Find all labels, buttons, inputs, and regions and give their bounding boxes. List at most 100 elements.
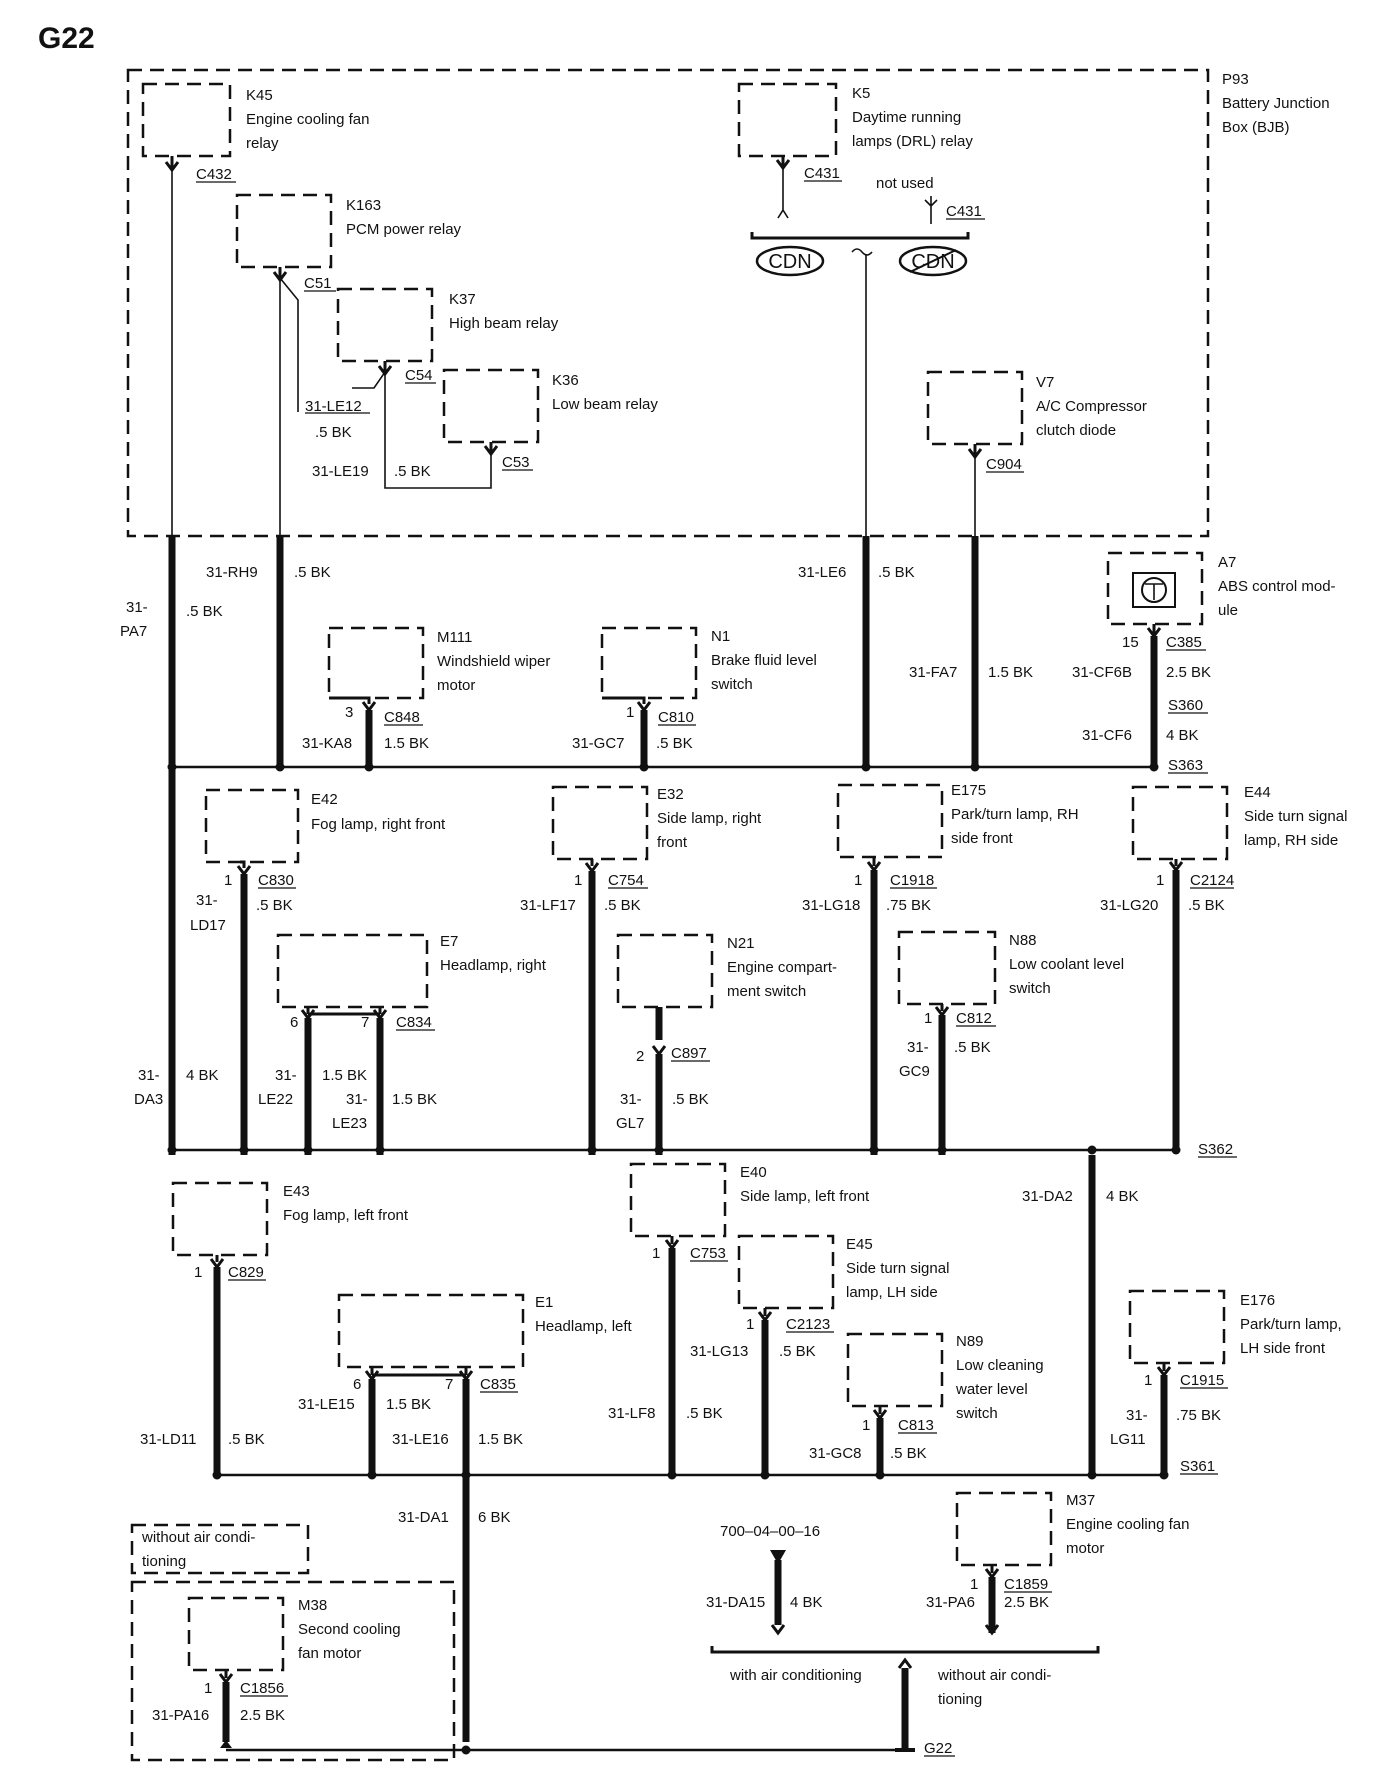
without-ac-note-line2: tioning: [142, 1553, 186, 1570]
k5-connector-symbol: [775, 156, 791, 171]
e42-pin: 1: [224, 872, 232, 889]
e32-label-1: Side lamp, right: [657, 810, 762, 827]
e42-connector: C830: [258, 872, 294, 889]
wire-31-gc9-a: 31-: [907, 1039, 929, 1056]
e176-pin: 1: [1144, 1372, 1152, 1389]
e40-connector: C753: [690, 1245, 726, 1262]
wire-31-le23-gauge: 1.5 BK: [392, 1091, 437, 1108]
wire-31-pa16-gauge: 2.5 BK: [240, 1707, 285, 1724]
bjb-name-line1: Battery Junction: [1222, 95, 1330, 112]
e40-pin: 1: [652, 1245, 660, 1262]
lamp-e32: [551, 785, 649, 861]
cdn-right-oval: [898, 245, 968, 277]
with-ac-label: with air conditioning: [729, 1667, 862, 1684]
wire-31-gl7-gauge: .5 BK: [672, 1091, 709, 1108]
m111-connector: C848: [384, 709, 420, 726]
wire-31-lg20: 31-LG20: [1100, 897, 1158, 914]
m38-label-2: fan motor: [298, 1645, 361, 1662]
k37-id: K37: [449, 291, 476, 308]
wire-31-da3-b: DA3: [134, 1091, 163, 1108]
e42-id: E42: [311, 791, 338, 808]
m38-connector: C1856: [240, 1680, 284, 1697]
e176-label-2: LH side front: [1240, 1340, 1326, 1357]
wire-31-lg13-gauge: .5 BK: [779, 1343, 816, 1360]
wire-31-le16-gauge: 1.5 BK: [478, 1431, 523, 1448]
e1-connector: C835: [480, 1376, 516, 1393]
m111-pin: 3: [345, 704, 353, 721]
e45-label-1: Side turn signal: [846, 1260, 949, 1277]
m38-id: M38: [298, 1597, 327, 1614]
abs-icon: [1141, 577, 1167, 603]
n88-connector: C812: [956, 1010, 992, 1027]
motor-m37: [955, 1491, 1053, 1567]
k45-connector-symbol: [164, 156, 180, 173]
wire-31-lg11-a: 31-: [1126, 1407, 1148, 1424]
wire-31-rh9-gauge: .5 BK: [294, 564, 331, 581]
bjb-name-line2: Box (BJB): [1222, 119, 1290, 136]
wire-31-fa7-gauge: 1.5 BK: [988, 664, 1033, 681]
wire-31-lg11-gauge: .75 BK: [1176, 1407, 1221, 1424]
k37-label: High beam relay: [449, 315, 559, 332]
e32-id: E32: [657, 786, 684, 803]
without-ac-note: [130, 1523, 310, 1575]
battery-junction-box-frame: [126, 68, 1210, 538]
k37-connector: C54: [405, 367, 433, 384]
e44-connector: C2124: [1190, 872, 1234, 889]
wire-31-le12-gauge: .5 BK: [315, 424, 352, 441]
v7-connector: C904: [986, 456, 1022, 473]
wire-31-le22-b: LE22: [258, 1091, 293, 1108]
not-used-connector-symbol: [924, 196, 938, 224]
wire-31-le22-a: 31-: [275, 1067, 297, 1084]
wire-31-gc7: 31-GC7: [572, 735, 625, 752]
wire-31-lg11-b: LG11: [1110, 1431, 1146, 1448]
wire-31-da15: 31-DA15: [706, 1594, 765, 1611]
n89-pin: 1: [862, 1417, 870, 1434]
page-label: G22: [38, 22, 95, 55]
wire-31-ld11-gauge: .5 BK: [228, 1431, 265, 1448]
relay-k163: [235, 193, 333, 269]
e175-id: E175: [951, 782, 986, 799]
e40-id: E40: [740, 1164, 767, 1181]
a7-id: A7: [1218, 554, 1236, 571]
m111-id: M111: [437, 629, 472, 646]
e45-label-2: lamp, LH side: [846, 1284, 938, 1301]
switch-n1: [600, 626, 698, 700]
wire-31-da1: 31-DA1: [398, 1509, 449, 1526]
e45-pin: 1: [746, 1316, 754, 1333]
wire-31-da15-gauge: 4 BK: [790, 1594, 823, 1611]
bjb-id: P93: [1222, 71, 1249, 88]
e45-id: E45: [846, 1236, 873, 1253]
wire-31-lf17-gauge: .5 BK: [604, 897, 641, 914]
e32-connector: C754: [608, 872, 644, 889]
e1-pin-7: 7: [445, 1376, 453, 1393]
wire-31-le6: 31-LE6: [798, 564, 846, 581]
m111-label-2: motor: [437, 677, 475, 694]
wire-31-fa7: 31-FA7: [909, 664, 957, 681]
a7-label-2: ule: [1218, 602, 1238, 619]
wire-31-gc9-gauge: .5 BK: [954, 1039, 991, 1056]
wire-31-ld17-a: 31-: [196, 892, 218, 909]
wire-31-cf6b-gauge: 2.5 BK: [1166, 664, 1211, 681]
e176-connector: C1915: [1180, 1372, 1224, 1389]
n89-label-3: switch: [956, 1405, 998, 1422]
e175-label-1: Park/turn lamp, RH: [951, 806, 1079, 823]
wire-31-lf17: 31-LF17: [520, 897, 576, 914]
k5-id: K5: [852, 85, 870, 102]
n1-id: N1: [711, 628, 730, 645]
wire-31-ld17-gauge: .5 BK: [256, 897, 293, 914]
wire-31-le12: 31-LE12: [305, 398, 362, 415]
n89-label-1: Low cleaning: [956, 1357, 1044, 1374]
e43-connector: C829: [228, 1264, 264, 1281]
n88-id: N88: [1009, 932, 1037, 949]
n89-id: N89: [956, 1333, 984, 1350]
wire-31-pa7-gauge: .5 BK: [186, 603, 223, 620]
wire-31-ld17-b: LD17: [190, 917, 226, 934]
wire-31-gc8-gauge: .5 BK: [890, 1445, 927, 1462]
e44-label-2: lamp, RH side: [1244, 832, 1338, 849]
cdn-left-oval: [755, 245, 825, 277]
without-ac-label-line2: tioning: [938, 1691, 982, 1708]
relay-k5: [737, 82, 838, 158]
motor-m38: [187, 1596, 285, 1672]
not-used-connector: C431: [946, 203, 982, 220]
